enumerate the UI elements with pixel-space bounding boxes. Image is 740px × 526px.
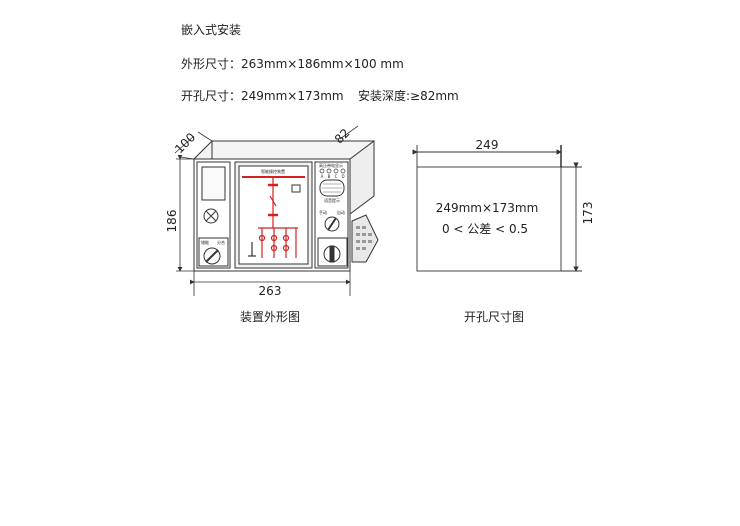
height-label: 186 bbox=[165, 210, 179, 233]
cutout-tolerance-text: 0 < 公差 < 0.5 bbox=[442, 222, 528, 236]
right-panel-title: 高压带电显示 bbox=[319, 162, 343, 168]
outline-size-text: 外形尺寸：263mm×186mm×100 mm bbox=[181, 57, 404, 71]
cutout-size-text: 249mm×173mm bbox=[436, 201, 539, 215]
cutout-width-label: 249 bbox=[476, 138, 499, 152]
voice-label: 语音提示 bbox=[324, 197, 340, 203]
width-label: 263 bbox=[259, 284, 282, 298]
indicator-label-c: C bbox=[335, 174, 338, 179]
cutout-height-label: 173 bbox=[581, 202, 595, 225]
indicator-label-d: D bbox=[341, 174, 344, 179]
indicator-label-a: A bbox=[321, 174, 324, 179]
device-dimensions bbox=[174, 125, 359, 296]
indicator-label-b: B bbox=[328, 174, 331, 179]
schematic-diagram bbox=[248, 178, 298, 258]
left-switch-label-2: 分合 bbox=[217, 239, 225, 245]
left-switch-label-1: 储能 bbox=[201, 239, 209, 245]
cutout-drawing bbox=[412, 145, 582, 272]
cutout-caption: 开孔尺寸图 bbox=[464, 310, 524, 324]
device-caption: 装置外形图 bbox=[240, 310, 300, 324]
mount-type-text: 嵌入式安装 bbox=[181, 23, 242, 37]
mount-depth-text: 安装深度:≥82mm bbox=[358, 89, 459, 103]
right-switch-label-2: 自动 bbox=[337, 209, 345, 215]
right-switch-label-1: 手动 bbox=[319, 209, 327, 215]
cutout-size-text: 开孔尺寸：249mm×173mm bbox=[181, 89, 344, 103]
panel-title: 智能操控装置 bbox=[261, 168, 285, 174]
